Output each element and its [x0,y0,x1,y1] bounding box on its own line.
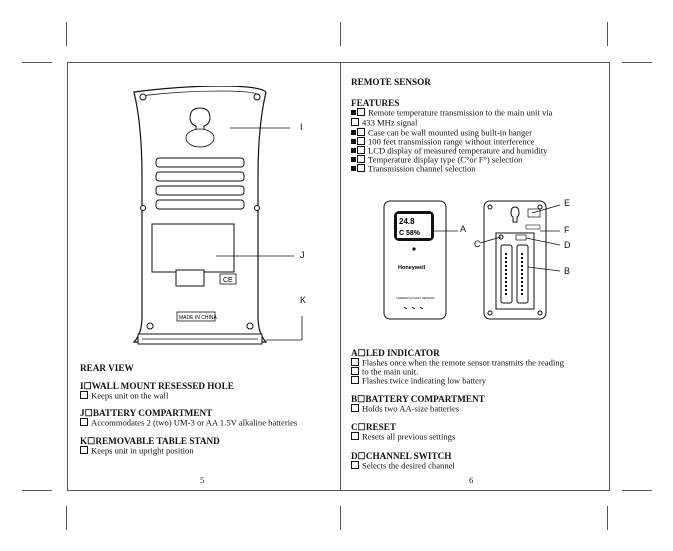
screw-icon [537,204,543,210]
checkbox-icon [357,137,365,145]
callout-b: B [564,266,571,276]
callout-j: J [300,250,305,260]
item-line: to the main unit. [351,367,418,377]
led-indicator-icon [412,247,416,251]
page-frame [67,62,610,491]
crop-mark [340,22,341,46]
callout-i: I [300,122,303,132]
rear-view-diagram: CE MADE IN CHINA [132,86,303,345]
checkbox-icon [351,404,359,412]
crop-mark [622,490,652,491]
page-number: 5 [200,475,205,485]
item-line: Resets all previous settings [351,432,455,442]
remote-sensor-title: REMOTE SENSOR [351,77,431,87]
feature-item: Remote temperature transmission to the m… [351,108,553,118]
made-in-label: MADE IN CHINA [179,315,217,321]
screw-icon [146,322,154,330]
checkbox-icon [357,146,365,154]
checkbox-icon [357,155,365,163]
checkbox-icon [351,367,359,375]
sensor-caption: THERMO-HYGRO SENSOR [396,296,435,300]
callout-k: K [300,295,307,305]
item-line: Flashes twice indicating low battery [351,376,486,386]
item-title: J☐BATTERY COMPARTMENT [80,408,213,418]
item-title: D☐CHANNEL SWITCH [351,451,452,461]
item-title: C☐RESET [351,422,396,432]
feature-item: LCD display of measured temperature and … [351,146,547,156]
lcd-bottom-reading: C 58% [399,230,421,237]
rear-body-outline [132,86,268,343]
screw-icon [487,204,493,210]
ce-mark: CE [223,277,233,284]
checkbox-icon [357,108,365,116]
bullet-icon [351,157,356,162]
checkbox-icon [357,128,365,136]
screw-icon [140,205,146,211]
bullet-icon [351,166,356,171]
wall-mount-hole-icon [189,107,211,133]
remote-sensor-diagram: 24.8 C 58% Honeywell THERMO-HYGRO SENSOR [383,200,561,320]
crop-mark [607,506,608,530]
checkbox-icon [80,418,88,426]
bullet-icon [351,148,356,153]
callout-c: C [474,239,481,249]
item-line: Holds two AA-size batteries [351,404,459,414]
crop-mark [22,490,52,491]
screw-icon [487,310,493,316]
feature-item: Case can be wall mounted using built-in … [351,128,532,138]
item-title: B☐BATTERY COMPARTMENT [351,394,485,404]
checkbox-icon [351,118,359,126]
checkbox-icon [351,432,359,440]
battery-compartment-cover [151,223,235,273]
crop-mark [622,62,652,63]
page-divider [340,62,341,490]
item-title: K☐REMOVABLE TABLE STAND [80,436,220,446]
crop-mark [340,506,341,530]
item-desc: Keeps unit in upright position [80,446,194,456]
feature-item: Temperature display type (C°or F°) selec… [351,155,522,165]
bullet-icon [351,110,356,115]
feature-item: 433 MHz signal [351,118,417,128]
item-desc: Keeps unit on the wall [80,391,168,401]
hanger-icon [510,206,520,223]
screw-icon [254,205,260,211]
callout-e: E [564,198,571,208]
crop-mark [66,506,67,530]
callout-f: F [564,225,570,235]
bullet-icon [351,130,356,135]
crop-mark [22,62,52,63]
channel-switch-icon [515,234,527,241]
bullet-icon [351,139,356,144]
screw-icon [537,310,543,316]
callout-a: A [460,224,467,234]
feature-item: Transmission channel selection [351,164,476,174]
screw-icon [246,322,254,330]
page-number: 6 [469,475,474,485]
screw-icon [139,93,147,101]
checkbox-icon [351,358,359,366]
checkbox-icon [80,446,88,454]
item-title: A☐LED INDICATOR [351,348,440,358]
crop-mark [66,22,67,46]
item-desc: Accommodates 2 (two) UM-3 or AA 1.5V alk… [80,418,297,428]
item-title: I☐WALL MOUNT RESESSED HOLE [80,381,234,391]
crop-mark [607,22,608,46]
feature-item: 100 feet transmission range without inte… [351,137,534,147]
checkbox-icon [80,391,88,399]
callout-d: D [564,240,571,250]
item-line: Flashes once when the remote sensor tran… [351,358,564,368]
brand-logo: Honeywell [398,265,426,271]
item-line: Selects the desired channel [351,461,455,471]
checkbox-icon [351,376,359,384]
checkbox-icon [357,164,365,172]
checkbox-icon [351,461,359,469]
rear-view-title: REAR VIEW [80,363,134,373]
features-title: FEATURES [351,98,400,108]
lcd-top-reading: 24.8 [399,217,415,226]
screw-icon [253,93,261,101]
